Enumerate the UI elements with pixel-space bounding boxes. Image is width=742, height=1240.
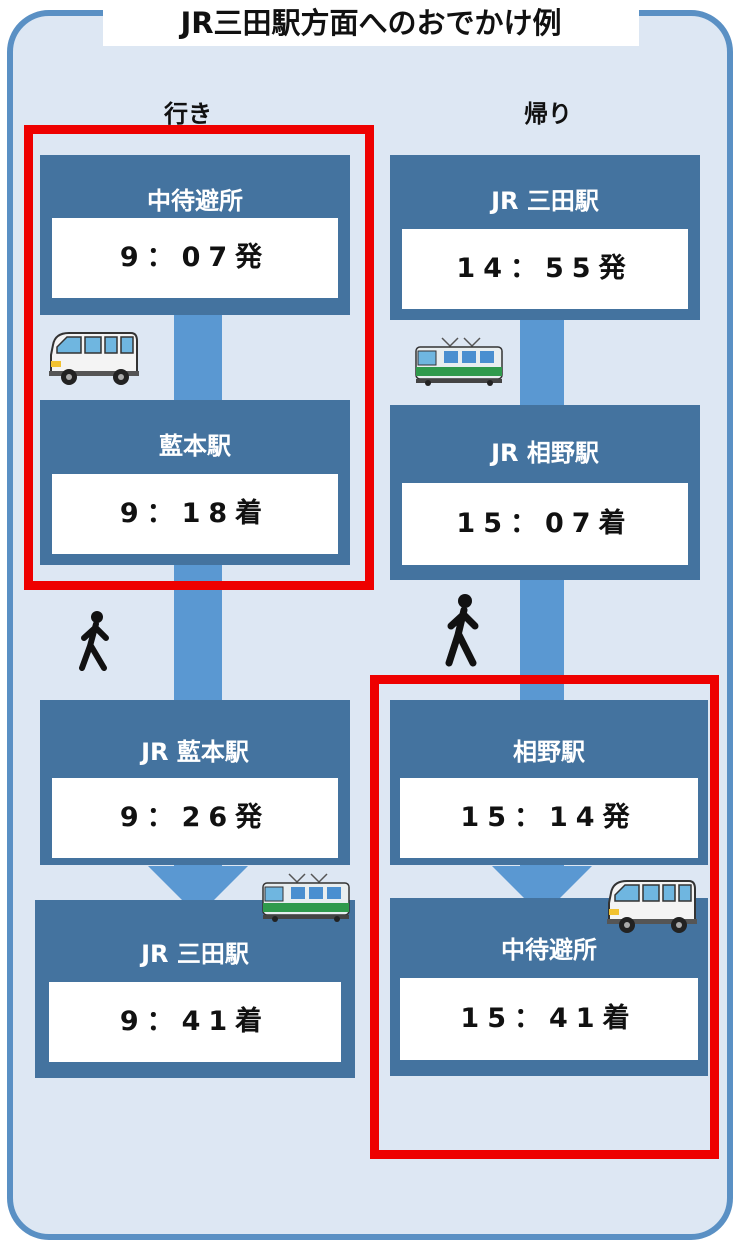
return-stop-3: 相野駅 15：14発	[390, 700, 708, 865]
station-name: JR 藍本駅	[141, 738, 249, 766]
outbound-stop-4: JR 三田駅 9：41着	[35, 900, 355, 1078]
train-icon	[262, 873, 350, 922]
arrival-time: 15：41着	[400, 978, 698, 1060]
departure-time: 9：26発	[52, 778, 338, 858]
return-stop-1: JR 三田駅 14：55発	[390, 155, 700, 320]
bus-segment-highlight-outbound	[24, 125, 374, 590]
return-label: 帰り	[524, 100, 572, 128]
return-arrow-head	[492, 866, 592, 916]
return-stop-2: JR 相野駅 15：07着	[390, 405, 700, 580]
station-name: 中待避所	[147, 187, 243, 215]
station-name: JR 三田駅	[491, 187, 599, 215]
return-stop-4: 中待避所 15：41着	[390, 898, 708, 1076]
departure-time: 15：14発	[400, 778, 698, 858]
bus-icon	[49, 332, 139, 385]
arrival-time: 9：18着	[52, 474, 338, 554]
departure-time: 9：07発	[52, 218, 338, 298]
outbound-stop-3: JR 藍本駅 9：26発	[40, 700, 350, 865]
walking-person-icon	[79, 611, 109, 671]
station-name: JR 相野駅	[491, 439, 599, 467]
outbound-stop-2: 藍本駅 9：18着	[40, 400, 350, 565]
bus-segment-highlight-return	[370, 675, 719, 1159]
station-name: 相野駅	[513, 738, 585, 766]
arrival-time: 15：07着	[402, 483, 688, 565]
outbound-arrow-head	[148, 866, 248, 916]
outbound-label: 行き	[164, 100, 212, 128]
arrival-time: 9：41着	[49, 982, 341, 1062]
bus-icon	[607, 880, 697, 933]
departure-time: 14：55発	[402, 229, 688, 309]
station-name: 中待避所	[501, 936, 597, 964]
walking-person-icon	[445, 594, 479, 667]
outbound-stop-1: 中待避所 9：07発	[40, 155, 350, 315]
page-title: JR三田駅方面へのおでかけ例	[103, 0, 639, 46]
station-name: 藍本駅	[159, 432, 231, 460]
station-name: JR 三田駅	[141, 940, 249, 968]
train-icon	[415, 337, 503, 386]
